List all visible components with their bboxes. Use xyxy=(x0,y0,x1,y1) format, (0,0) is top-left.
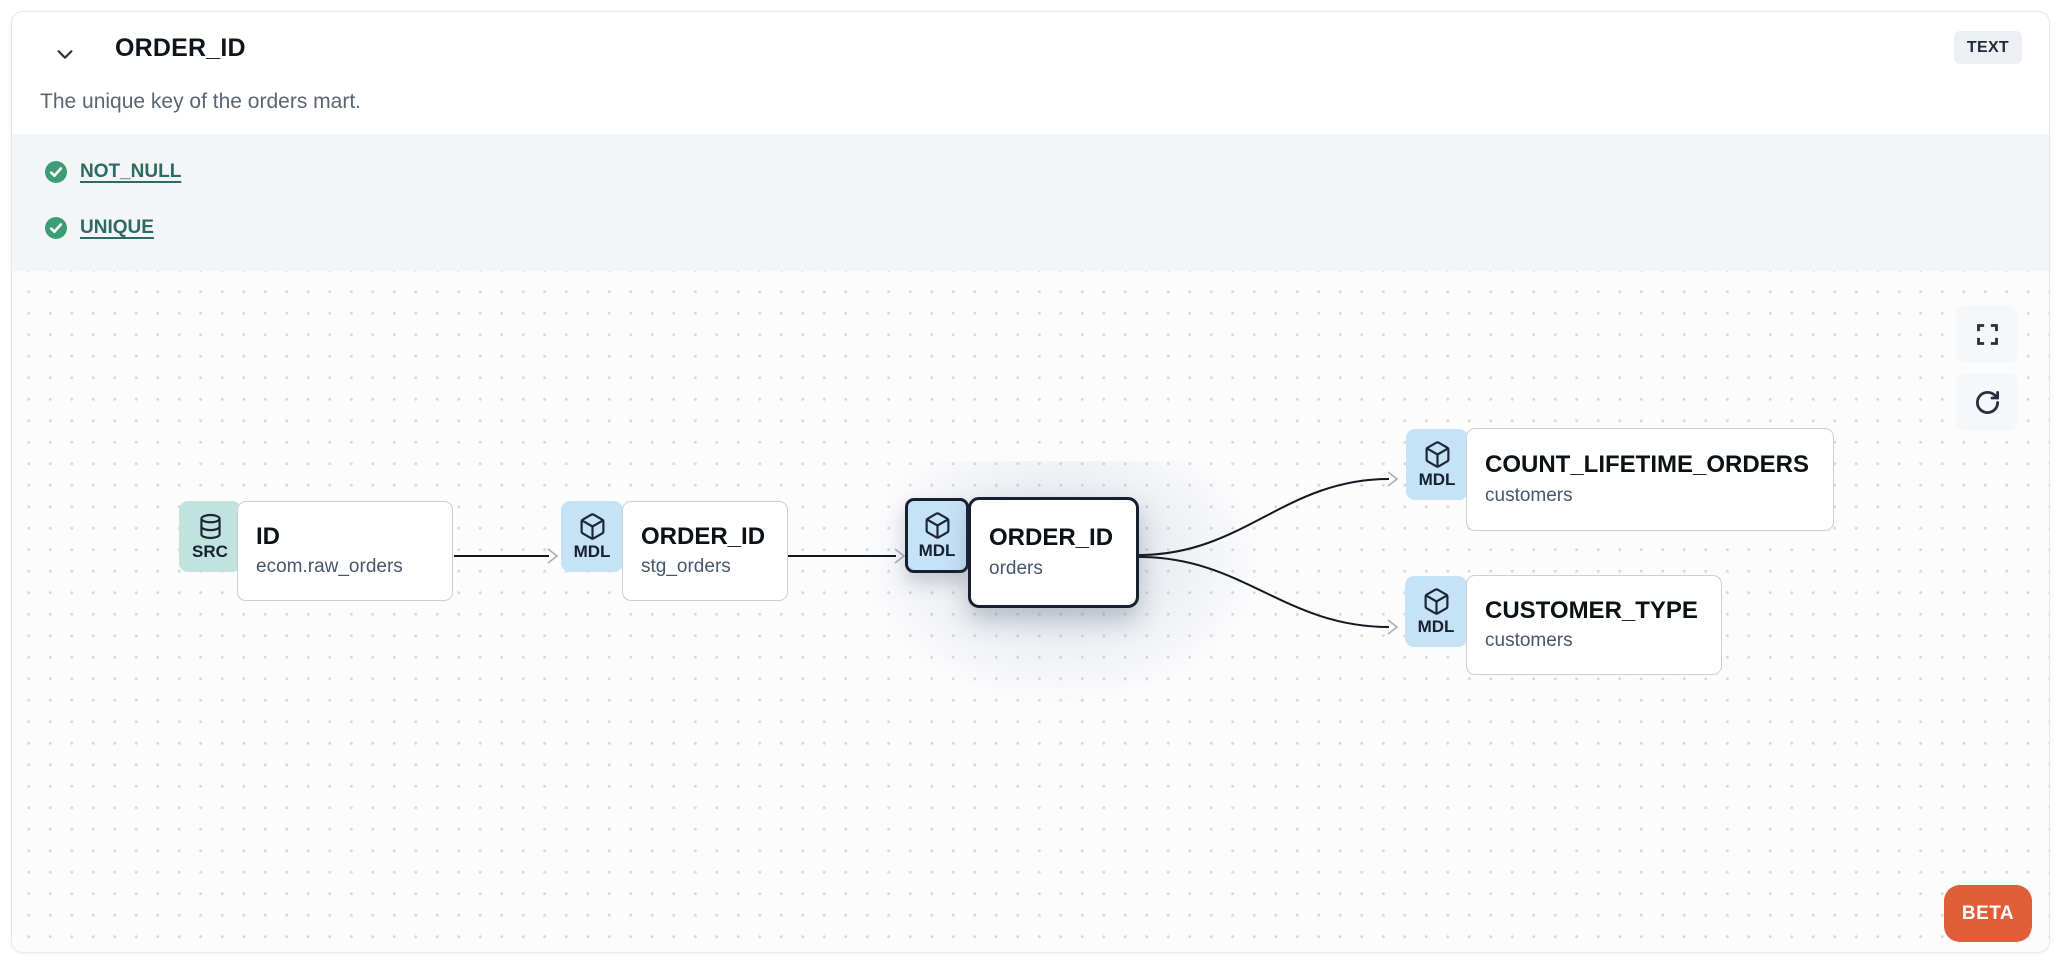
node-type-badge: MDL xyxy=(905,498,969,573)
node-subtitle: ecom.raw_orders xyxy=(256,556,403,578)
node-title: CUSTOMER_TYPE xyxy=(1485,596,1698,624)
cube-icon xyxy=(925,511,949,539)
node-type-badge: MDL xyxy=(1405,576,1467,647)
node-badge-label: MDL xyxy=(918,540,956,560)
node-title: ID xyxy=(256,522,280,550)
database-icon xyxy=(199,513,221,539)
node-subtitle: customers xyxy=(1485,484,1573,506)
check-circle-icon xyxy=(45,217,67,239)
tests-section: NOT_NULL UNIQUE xyxy=(12,134,2049,271)
lineage-edges xyxy=(454,471,1399,635)
collapse-chevron-button[interactable] xyxy=(49,38,81,70)
cube-icon xyxy=(1425,440,1449,468)
node-title: ORDER_ID xyxy=(641,522,766,550)
fullscreen-button[interactable] xyxy=(1956,305,2018,363)
test-link-not-null[interactable]: NOT_NULL xyxy=(80,161,182,182)
node-subtitle: customers xyxy=(1485,630,1573,652)
node-subtitle: stg_orders xyxy=(641,556,731,578)
node-badge-label: MDL xyxy=(1418,469,1456,489)
check-circle-icon xyxy=(45,161,67,183)
chevron-down-icon xyxy=(57,50,73,59)
refresh-icon xyxy=(1975,390,1999,414)
data-type-badge: TEXT xyxy=(1953,31,2022,64)
node-title: COUNT_LIFETIME_ORDERS xyxy=(1485,451,1810,479)
lineage-canvas[interactable]: SRC ID ecom.raw_orders MDL ORDER_ID stg_… xyxy=(12,271,2049,952)
test-row: UNIQUE xyxy=(44,216,154,240)
node-badge-label: MDL xyxy=(1417,616,1455,636)
test-row: NOT_NULL xyxy=(44,160,181,184)
node-type-badge: SRC xyxy=(179,501,241,572)
fullscreen-icon xyxy=(1976,323,1998,345)
node-type-badge: MDL xyxy=(1406,429,1468,500)
cube-icon xyxy=(1424,587,1448,615)
node-type-badge: MDL xyxy=(561,501,623,572)
node-title: ORDER_ID xyxy=(989,524,1114,552)
column-description: The unique key of the orders mart. xyxy=(40,90,361,113)
column-title: ORDER_ID xyxy=(115,34,246,62)
test-link-unique[interactable]: UNIQUE xyxy=(80,217,154,238)
refresh-button[interactable] xyxy=(1956,373,2018,431)
beta-badge: BETA xyxy=(1944,885,2032,942)
node-subtitle: orders xyxy=(989,557,1043,579)
column-detail-panel: ORDER_ID TEXT The unique key of the orde… xyxy=(11,11,2050,953)
node-badge-label: MDL xyxy=(573,541,611,561)
cube-icon xyxy=(580,512,604,540)
node-badge-label: SRC xyxy=(192,541,228,561)
